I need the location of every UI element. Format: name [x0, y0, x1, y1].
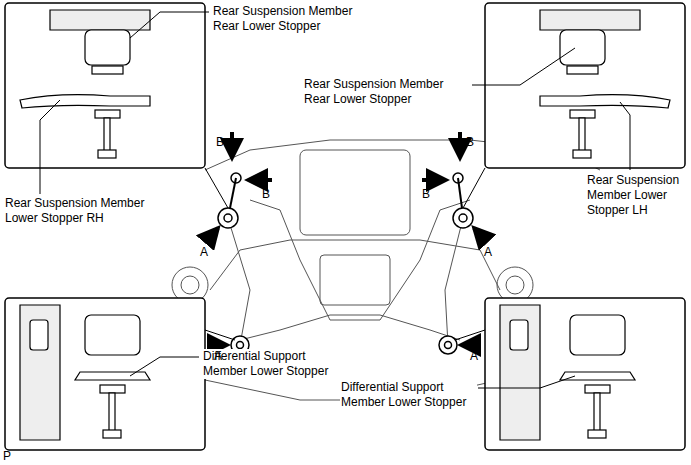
view-letter: B [216, 136, 224, 149]
view-letter: A [470, 350, 478, 363]
view-letter: A [484, 246, 492, 259]
part-label: Rear Suspension Member Lower Stopper LH [586, 173, 688, 218]
part-label: Differential Support Member Lower Stoppe… [340, 380, 477, 410]
view-letter: B [466, 136, 474, 149]
part-label: Differential Support Member Lower Stoppe… [202, 349, 339, 379]
part-label: Rear Suspension Member Rear Lower Stoppe… [212, 4, 364, 34]
view-letter: A [214, 350, 222, 363]
part-label: Rear Suspension Member Lower Stopper RH [4, 196, 156, 226]
page-mark: P [3, 450, 11, 463]
view-letter: B [422, 188, 430, 201]
part-label: Rear Suspension Member Rear Lower Stoppe… [303, 77, 455, 107]
view-letter: B [262, 188, 270, 201]
view-letter: A [200, 246, 208, 259]
